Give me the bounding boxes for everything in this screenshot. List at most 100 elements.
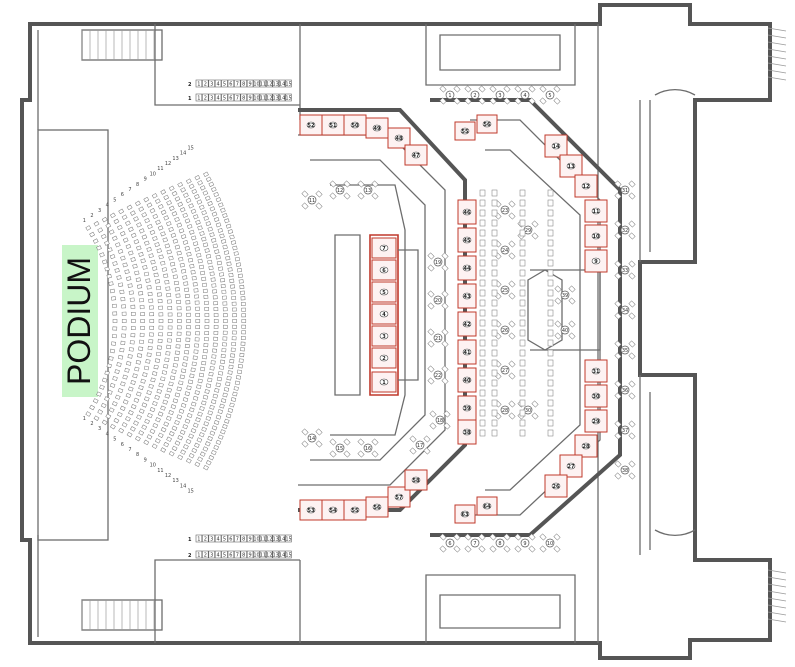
table[interactable] [433,295,443,305]
chair[interactable] [409,435,417,443]
stalls-seat[interactable] [130,210,136,216]
chair[interactable] [508,360,516,368]
stalls-seat[interactable] [240,347,245,352]
stalls-seat[interactable] [125,243,132,250]
stalls-seat[interactable] [210,449,217,456]
stalls-seat[interactable] [160,376,166,382]
stalls-seat[interactable] [171,268,177,273]
stalls-seat[interactable] [138,206,145,212]
stalls-seat[interactable] [160,260,166,266]
stalls-seat[interactable] [176,306,182,311]
stalls-seat[interactable] [225,381,231,387]
stalls-seat[interactable] [182,424,188,430]
balcony-seat[interactable] [253,79,260,88]
stalls-seat[interactable] [213,301,218,306]
side-seat[interactable] [479,229,486,237]
stalls-seat[interactable] [157,432,164,438]
stalls-seat[interactable] [190,428,197,434]
stalls-seat[interactable] [106,363,112,369]
stalls-seat[interactable] [158,319,164,323]
chair[interactable] [423,435,431,443]
side-seat[interactable] [547,269,554,277]
side-seat[interactable] [547,359,554,367]
balcony-seat[interactable] [285,93,292,102]
side-seat[interactable] [479,319,486,327]
chair[interactable] [628,352,636,360]
stalls-seat[interactable] [171,425,178,431]
stalls-seat[interactable] [152,422,159,429]
stalls-seat[interactable] [171,190,178,197]
chair[interactable] [427,302,435,310]
stalls-seat[interactable] [118,208,125,215]
stalls-seat[interactable] [215,197,222,203]
stalls-seat[interactable] [176,386,182,392]
stalls-seat[interactable] [119,405,126,411]
stalls-seat[interactable] [149,325,155,330]
chair[interactable] [531,232,539,240]
balcony-seat[interactable] [202,79,209,88]
stalls-seat[interactable] [182,397,189,403]
side-seat[interactable] [547,199,554,207]
chair[interactable] [427,328,435,336]
chair[interactable] [614,192,622,200]
stalls-seat[interactable] [221,348,227,353]
stalls-seat[interactable] [193,288,199,293]
stalls-seat[interactable] [145,359,151,364]
stalls-seat[interactable] [209,366,215,371]
chair[interactable] [439,85,447,93]
stalls-seat[interactable] [134,270,140,276]
stalls-seat[interactable] [150,259,156,265]
stalls-seat[interactable] [230,347,236,352]
stalls-seat[interactable] [172,398,179,404]
stalls-seat[interactable] [212,243,218,249]
stalls-seat[interactable] [166,221,172,227]
balcony-seat[interactable] [272,550,279,559]
balcony-seat[interactable] [246,534,254,543]
chair[interactable] [489,545,497,553]
stalls-seat[interactable] [133,216,139,222]
stalls-seat[interactable] [147,223,153,230]
stalls-seat[interactable] [152,371,158,376]
chair[interactable] [478,545,486,553]
stalls-seat[interactable] [154,198,161,204]
stalls-seat[interactable] [194,294,200,299]
stalls-seat[interactable] [128,250,134,256]
stalls-seat[interactable] [163,273,169,279]
stalls-seat[interactable] [155,285,162,291]
side-seat[interactable] [479,339,486,347]
stalls-seat[interactable] [136,245,142,251]
stalls-seat[interactable] [217,409,224,415]
stalls-seat[interactable] [138,228,145,234]
stalls-seat[interactable] [231,341,237,347]
stalls-seat[interactable] [190,208,197,214]
side-seat[interactable] [491,269,498,277]
table[interactable] [620,425,630,435]
chair[interactable] [531,412,539,420]
stalls-seat[interactable] [182,275,188,280]
table[interactable] [445,90,455,100]
stalls-seat[interactable] [215,414,222,420]
side-seat[interactable] [479,219,486,227]
chair[interactable] [409,447,417,455]
stalls-seat[interactable] [165,286,171,291]
stalls-seat[interactable] [108,229,115,235]
stalls-seat[interactable] [184,245,190,251]
stalls-seat[interactable] [211,211,218,217]
stalls-seat[interactable] [108,356,114,361]
stalls-seat[interactable] [116,275,122,280]
stalls-seat[interactable] [182,212,188,218]
balcony-seat[interactable] [234,550,241,559]
side-seat[interactable] [479,349,486,357]
stalls-seat[interactable] [211,237,217,243]
stalls-seat[interactable] [138,291,144,296]
stalls-seat[interactable] [230,397,237,402]
chair[interactable] [478,97,486,105]
balcony-seat[interactable] [214,550,222,559]
stalls-seat[interactable] [210,360,216,365]
stalls-seat[interactable] [193,214,199,220]
stalls-seat[interactable] [125,220,131,226]
side-seat[interactable] [519,279,526,287]
stalls-seat[interactable] [211,283,217,288]
chair[interactable] [441,328,449,336]
balcony-seat[interactable] [253,534,260,543]
